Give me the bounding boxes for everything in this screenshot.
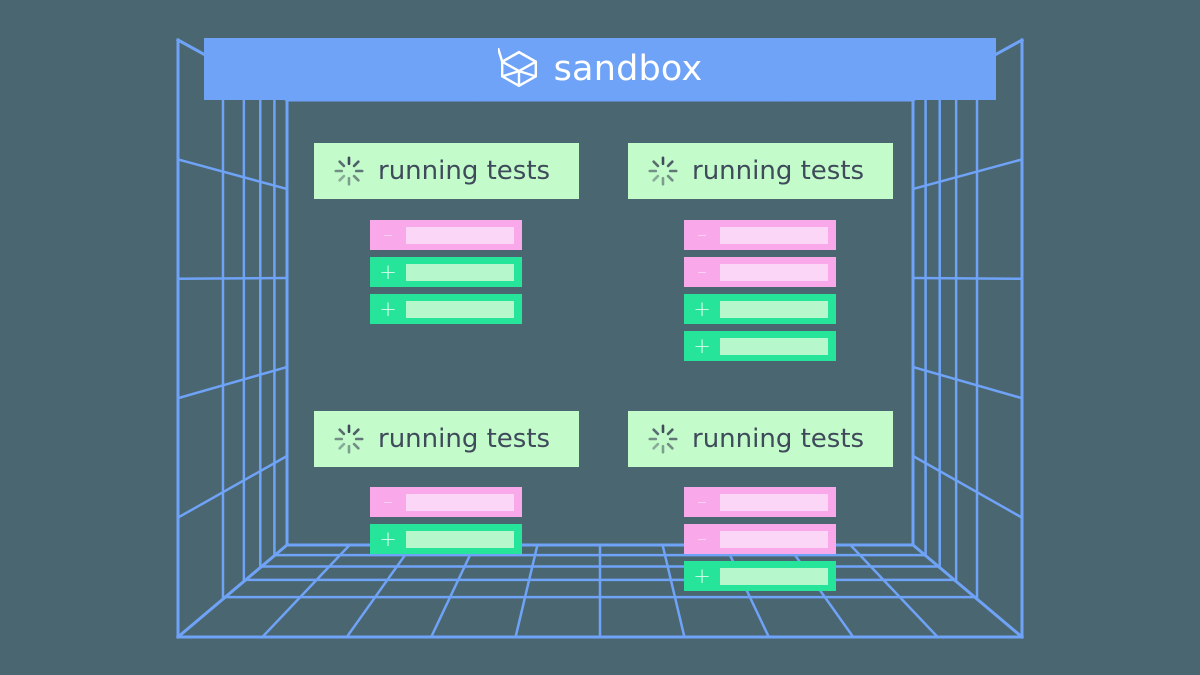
panel-top-left-diff-list: – + + bbox=[370, 220, 522, 324]
diff-row-added[interactable]: + bbox=[684, 294, 836, 324]
panel-top-right-status-card[interactable]: running tests bbox=[628, 143, 893, 199]
plus-icon: + bbox=[693, 333, 711, 358]
diff-row-removed[interactable]: – bbox=[370, 487, 522, 517]
panel-top-right-status-label: running tests bbox=[692, 156, 865, 186]
diff-fill-bar bbox=[720, 263, 828, 281]
minus-icon: – bbox=[383, 223, 393, 246]
minus-icon: – bbox=[697, 490, 707, 513]
diff-row-added[interactable]: + bbox=[684, 561, 836, 591]
panel-top-right-diff-list: – – + + bbox=[684, 220, 836, 361]
spinner-icon bbox=[648, 156, 678, 186]
plus-icon: + bbox=[379, 259, 397, 284]
minus-icon: – bbox=[697, 223, 707, 246]
plus-icon: + bbox=[379, 296, 397, 321]
spinner-icon bbox=[334, 424, 364, 454]
minus-icon: – bbox=[697, 527, 707, 550]
diff-fill-bar bbox=[406, 493, 514, 511]
diff-fill-bar bbox=[406, 530, 514, 548]
isometric-cube-icon bbox=[497, 48, 537, 88]
panel-bottom-right-diff-list: – – + bbox=[684, 487, 836, 591]
plus-icon: + bbox=[693, 296, 711, 321]
diff-fill-bar bbox=[720, 493, 828, 511]
minus-icon: – bbox=[697, 260, 707, 283]
panel-top-left-status-card[interactable]: running tests bbox=[314, 143, 579, 199]
diff-row-removed[interactable]: – bbox=[684, 524, 836, 554]
diff-fill-bar bbox=[720, 567, 828, 585]
spinner-icon bbox=[648, 424, 678, 454]
diff-fill-bar bbox=[720, 530, 828, 548]
diff-row-removed[interactable]: – bbox=[370, 220, 522, 250]
plus-icon: + bbox=[693, 563, 711, 588]
diff-row-removed[interactable]: – bbox=[684, 487, 836, 517]
panel-bottom-left-diff-list: – + bbox=[370, 487, 522, 554]
diff-row-added[interactable]: + bbox=[684, 331, 836, 361]
app-title: sandbox bbox=[553, 48, 703, 89]
diff-fill-bar bbox=[406, 263, 514, 281]
diff-fill-bar bbox=[406, 226, 514, 244]
panel-top-left-status-label: running tests bbox=[378, 156, 551, 186]
diff-row-added[interactable]: + bbox=[370, 257, 522, 287]
panel-bottom-left-status-label: running tests bbox=[378, 424, 551, 454]
panel-bottom-right-status-label: running tests bbox=[692, 424, 865, 454]
diff-fill-bar bbox=[720, 337, 828, 355]
diff-row-added[interactable]: + bbox=[370, 524, 522, 554]
panel-bottom-left-status-card[interactable]: running tests bbox=[314, 411, 579, 467]
diff-row-removed[interactable]: – bbox=[684, 257, 836, 287]
diff-row-added[interactable]: + bbox=[370, 294, 522, 324]
minus-icon: – bbox=[383, 490, 393, 513]
diff-fill-bar bbox=[720, 300, 828, 318]
app-header-banner: sandbox bbox=[204, 38, 996, 100]
panel-bottom-right-status-card[interactable]: running tests bbox=[628, 411, 893, 467]
diff-fill-bar bbox=[720, 226, 828, 244]
plus-icon: + bbox=[379, 526, 397, 551]
diff-fill-bar bbox=[406, 300, 514, 318]
spinner-icon bbox=[334, 156, 364, 186]
diff-row-removed[interactable]: – bbox=[684, 220, 836, 250]
